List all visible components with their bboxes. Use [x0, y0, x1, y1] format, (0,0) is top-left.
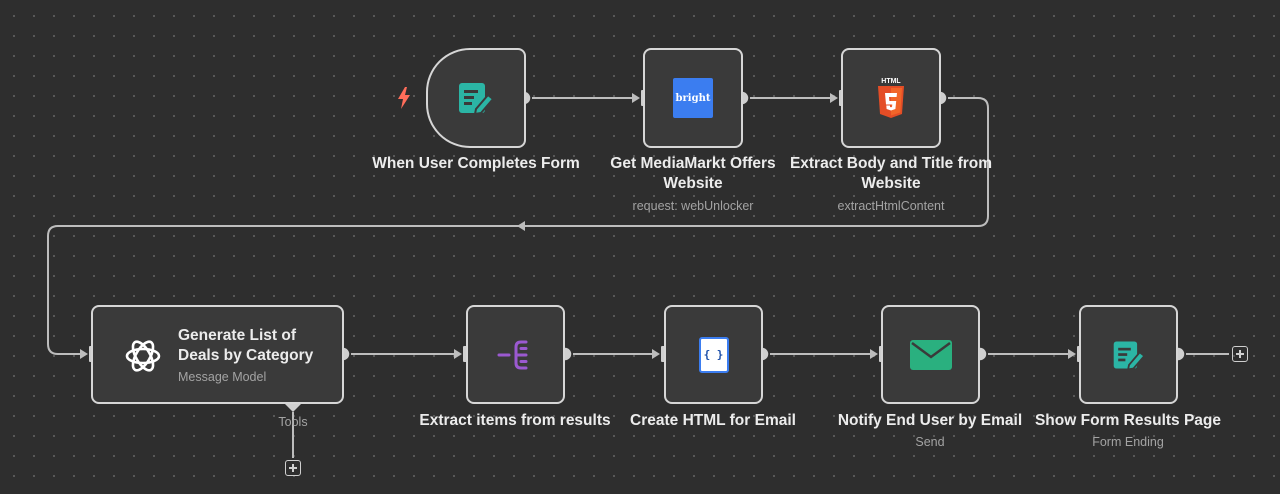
arrow-head: [454, 349, 462, 359]
node-subtitle: request: webUnlocker: [632, 199, 754, 213]
node-title: Extract Body and Title from Website: [789, 155, 993, 192]
add-tool-button[interactable]: [285, 460, 301, 476]
tools-label: Tools: [278, 415, 308, 429]
form-pencil-icon: [1113, 341, 1146, 371]
node-when-user-completes-form[interactable]: [426, 48, 526, 148]
node-subtitle: Form Ending: [1092, 435, 1164, 449]
lightning-bolt-icon: [398, 87, 410, 109]
arrow-head: [830, 93, 838, 103]
split-out-icon: [497, 340, 527, 369]
node-show-form-results[interactable]: [1079, 305, 1178, 404]
html5-icon: HTML: [876, 77, 906, 119]
node-title: Show Form Results Page: [1034, 412, 1222, 429]
node-title: When User Completes Form: [372, 155, 580, 172]
node-generate-list-of-deals[interactable]: Generate List of Deals by Category Messa…: [91, 305, 344, 404]
node-create-html-for-email[interactable]: { }: [664, 305, 763, 404]
form-pencil-icon: [459, 83, 495, 116]
arrow-head: [1068, 349, 1076, 359]
arrow-head: [80, 349, 88, 359]
node-title: Get MediaMarkt Offers Website: [610, 155, 776, 192]
node-subtitle: Send: [915, 435, 945, 449]
node-notify-end-user[interactable]: [881, 305, 980, 404]
node-title: Create HTML for Email: [630, 412, 796, 429]
node-title: Notify End User by Email: [837, 412, 1023, 429]
node-subtitle: extractHtmlContent: [837, 199, 945, 213]
arrow-head: [870, 349, 878, 359]
node-title: Generate List of Deals by Category: [178, 327, 314, 364]
envelope-icon: [909, 339, 952, 370]
node-get-mediamarkt-offers[interactable]: bright: [643, 48, 743, 148]
arrow-head: [517, 221, 525, 231]
node-extract-body-and-title[interactable]: HTML: [841, 48, 941, 148]
code-braces-icon: { }: [698, 336, 729, 373]
node-subtitle: Message Model: [178, 370, 267, 384]
brightdata-logo-icon: bright: [673, 78, 713, 118]
node-title: Extract items from results: [419, 412, 611, 429]
node-extract-items[interactable]: [466, 305, 565, 404]
add-node-button[interactable]: [1232, 346, 1248, 362]
arrow-head: [632, 93, 640, 103]
openai-icon: [125, 340, 161, 372]
arrow-head: [652, 349, 660, 359]
